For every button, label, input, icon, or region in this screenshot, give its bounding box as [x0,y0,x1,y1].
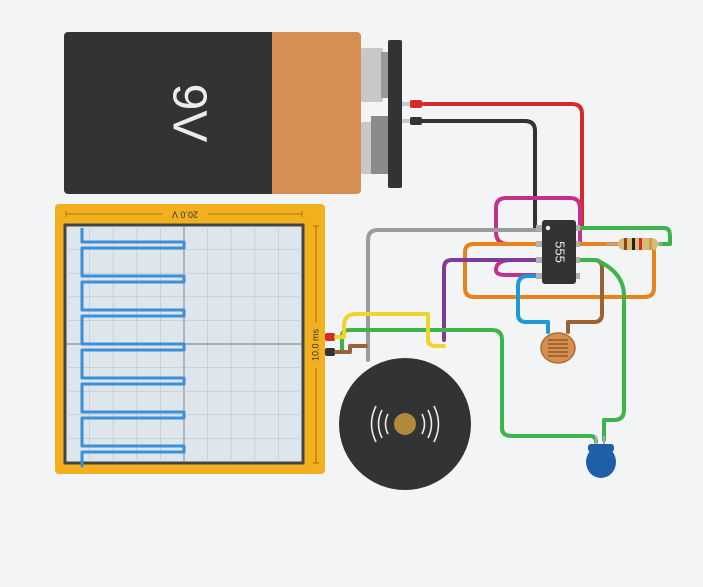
battery-lead-black[interactable] [410,117,422,125]
scope-probe-black[interactable] [325,348,335,356]
wires [334,102,672,444]
waveform-trace [80,228,186,468]
scope-probe-red[interactable] [325,333,335,341]
ic-555[interactable]: 555 [536,220,580,284]
wire-cyan[interactable] [516,274,550,334]
capacitor[interactable] [586,436,616,478]
speaker-center [394,413,416,435]
wire-magenta-top[interactable] [494,196,582,246]
wire-green-resistor[interactable] [574,226,672,246]
oscilloscope[interactable]: 20.0 V 10.0 ms [55,204,335,474]
wire-scope-ground[interactable] [334,344,368,354]
time-scale-label: 10.0 ms [310,328,320,361]
wire-red[interactable] [420,102,584,230]
battery-cap [272,32,361,194]
oscilloscope-waveform [80,228,186,468]
resistor-icon [618,238,658,250]
ic-label: 555 [553,241,568,263]
battery-lead-red[interactable] [410,100,422,108]
wire-yellow[interactable] [334,312,446,348]
ic-pin1-dot [545,225,551,231]
wire-gray[interactable] [366,228,542,362]
wire-purple[interactable] [442,258,542,342]
chip-555-icon [542,220,576,284]
battery-body [64,32,276,194]
capacitor-icon [586,446,616,478]
wire-green-capacitor[interactable] [574,258,626,442]
voltage-scale-label: 20.0 V [172,210,198,220]
resistor[interactable] [606,238,662,250]
battery-terminal-positive [361,48,383,102]
battery-label: 9V [162,84,215,143]
piezo-speaker[interactable] [339,358,471,490]
wire-black[interactable] [420,119,542,230]
wire-magenta-bottom[interactable] [494,258,542,277]
photoresistor[interactable] [540,332,576,364]
battery-9v[interactable]: 9V [64,32,422,194]
battery-connector [388,40,402,188]
